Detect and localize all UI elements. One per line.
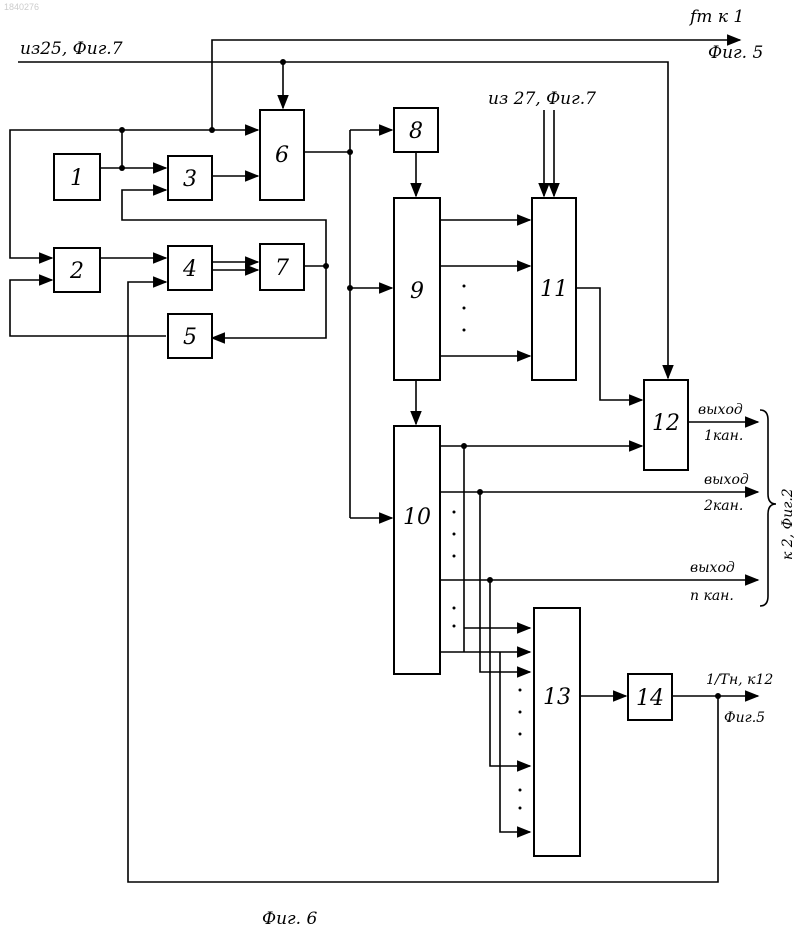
block-5-label: 5 [183, 325, 197, 350]
block-7-label: 7 [275, 256, 289, 281]
block-13: 13 [534, 608, 580, 856]
block-4: 4 [168, 246, 212, 290]
block-12: 12 [644, 380, 688, 470]
block-14: 14 [628, 674, 672, 720]
input-fig7-25-label: из25, Фиг.7 [20, 39, 123, 59]
output-brace [760, 410, 776, 606]
block-2-label: 2 [69, 259, 84, 284]
block-3-label: 3 [183, 167, 197, 192]
block-14-label: 14 [636, 686, 664, 711]
block-2: 2 [54, 248, 100, 292]
block-11-label: 11 [540, 277, 568, 302]
block-11: 11 [532, 198, 576, 380]
output-1-label-a: выход [698, 402, 743, 418]
block-8: 8 [394, 108, 438, 152]
input-fig7-27-label: из 27, Фиг.7 [488, 89, 596, 109]
brace-label: к 2, Фиг.2 [780, 488, 796, 560]
output-2-label-a: выход [704, 472, 749, 488]
block-13-label: 13 [543, 685, 571, 710]
block-4-label: 4 [182, 257, 197, 282]
ellipsis-dots [453, 285, 522, 810]
block-10: 10 [394, 426, 440, 674]
figure-caption: Фиг. 6 [262, 909, 317, 929]
output-1-label-b: 1кан. [704, 428, 743, 444]
block-10-label: 10 [403, 505, 431, 530]
block-7: 7 [260, 244, 304, 290]
block-14-output-label: 1/Tн, к12 [706, 672, 773, 688]
watermark: 1840276 [4, 2, 39, 12]
block-6: 6 [260, 110, 304, 200]
block-3: 3 [168, 156, 212, 200]
block-9: 9 [394, 198, 440, 380]
output-2-label-b: 2кан. [703, 498, 743, 514]
fm-output-label: fm к 1 [688, 7, 744, 27]
block-1-label: 1 [70, 166, 84, 191]
fm-output-fig5-label: Фиг. 5 [708, 43, 763, 63]
block-5: 5 [168, 314, 212, 358]
block-1: 1 [54, 154, 100, 200]
block-9-label: 9 [410, 279, 424, 304]
output-n-label-b: n кан. [690, 588, 734, 604]
block-6-label: 6 [275, 143, 289, 168]
block-12-label: 12 [652, 411, 680, 436]
output-n-label-a: выход [690, 560, 735, 576]
block-8-label: 8 [409, 119, 423, 144]
block-14-output-fig5-label: Фиг.5 [724, 710, 765, 726]
